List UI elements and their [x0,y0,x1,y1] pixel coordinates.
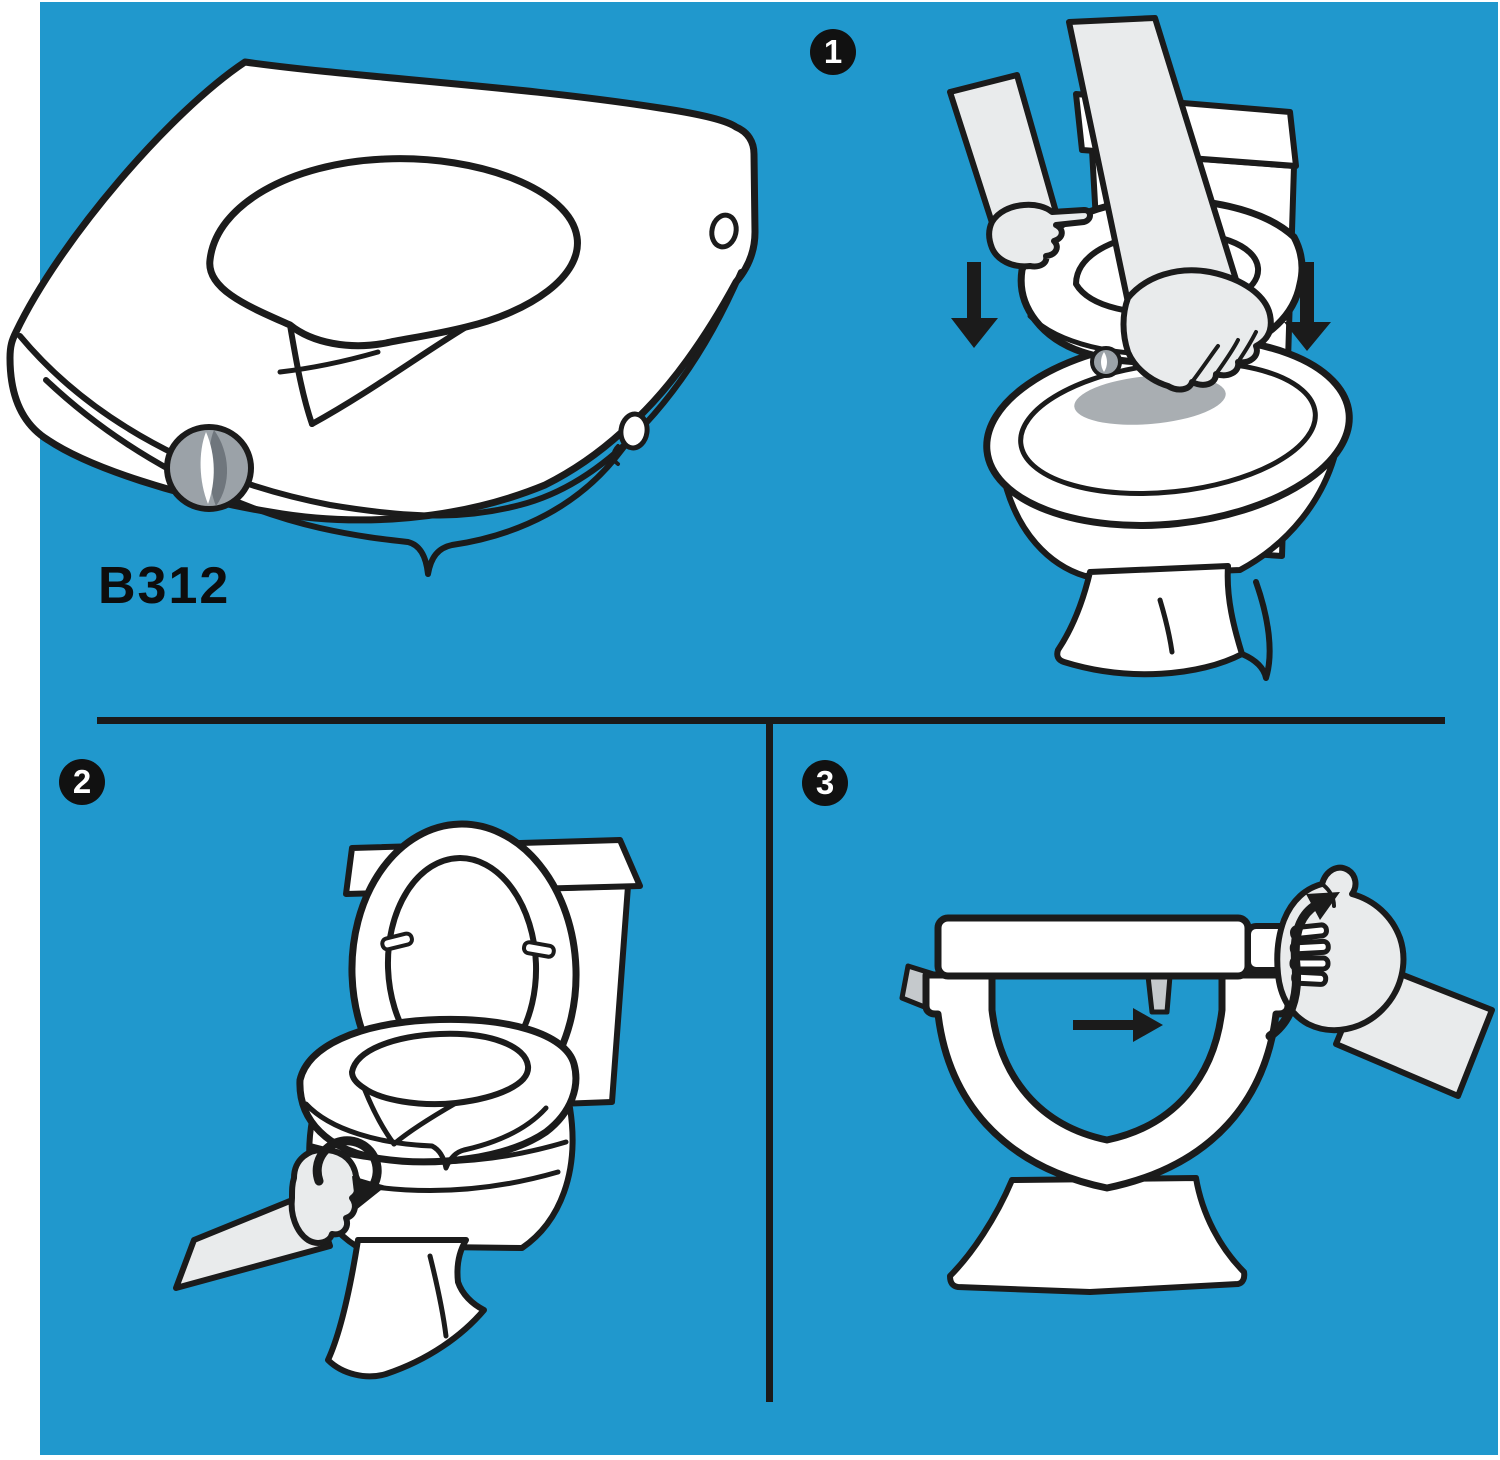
seat-band-line [303,1101,549,1171]
rotate-knob-arrow-head [1306,892,1340,920]
finger-line-1 [1236,330,1258,364]
step1-illustration-place-seat [947,15,1353,681]
pedestal [947,1175,1248,1295]
right-bolt-tab [1145,973,1173,1015]
seat-top-front-edge [17,269,744,519]
front-fold-line [277,349,381,375]
front-knob-shadow [208,430,228,506]
step3-illustration-tighten-knob [899,864,1495,1295]
pedestal [325,1237,487,1380]
product-model-label: B312 [98,557,231,615]
right-hand-gripping [1120,267,1274,393]
rotate-knob-arrow-icon [1265,900,1321,1041]
side-lock-pad-upper [709,212,739,250]
vertical-divider [766,724,773,1402]
raised-seat-opening [349,1030,531,1108]
step3-badge: 3 [802,760,848,806]
down-arrow-icon [1284,262,1331,351]
finger-line-3 [1190,344,1220,384]
seat-bumper-right [521,940,556,959]
pedestal-accent-line [427,1253,449,1339]
bowl-stirrup [922,971,1292,1192]
seat-board [934,914,1252,980]
rotate-arrow-head [352,1176,386,1210]
slide-right-arrow-icon [1073,1008,1163,1042]
side-lock-pad-lower [618,411,650,451]
step2-illustration-turn-knob [173,820,643,1380]
finger-line-2 [1214,338,1240,376]
front-notch-line [287,322,315,427]
fist-gripping-knob [288,1146,362,1246]
seat-bumper-left [380,931,414,952]
splash-guard-line [309,324,469,427]
pedestal-skirt-curl [1239,579,1273,681]
down-arrow-icon [951,262,998,348]
step1-badge: 1 [810,29,856,75]
product-illustration-raised-seat [6,58,759,577]
step2-badge: 2 [59,759,105,805]
horizontal-divider [97,717,1445,724]
rotate-clockwise-arrow-icon [312,1136,382,1191]
front-knob-slot [200,432,214,504]
left-hand-pointing [986,201,1093,270]
pedestal-accent-line [1157,597,1175,655]
side-pad-hook-line [611,444,620,466]
pedestal [1054,563,1245,678]
raised-seat-knob-slot [1101,352,1107,372]
